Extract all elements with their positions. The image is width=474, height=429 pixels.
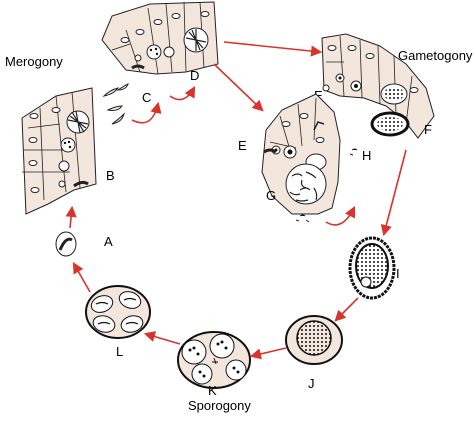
phase-sporogony: Sporogony bbox=[188, 398, 251, 413]
stage-l-oocyst bbox=[85, 285, 151, 339]
arrow-a-to-b bbox=[65, 205, 77, 229]
label-f: F bbox=[424, 122, 432, 137]
free-merozoites bbox=[102, 83, 129, 125]
stage-ef-epithelium bbox=[321, 33, 435, 139]
stage-i-oocyst bbox=[348, 236, 396, 300]
stage-j-oocyst bbox=[285, 315, 343, 365]
label-i: I bbox=[396, 266, 400, 281]
arrow-d-to-eg bbox=[213, 63, 264, 112]
arrow-l-to-a bbox=[72, 262, 91, 293]
cycle-arrows bbox=[65, 41, 407, 360]
label-l: L bbox=[116, 344, 123, 359]
arrow-i-to-j bbox=[334, 297, 359, 322]
microgametes-h bbox=[295, 148, 358, 223]
stage-b-epithelium bbox=[21, 87, 97, 215]
label-c: C bbox=[142, 90, 151, 105]
arrow-k-to-l bbox=[143, 331, 181, 345]
stage-k-oocyst bbox=[177, 331, 251, 389]
phase-gametogony: Gametogony bbox=[398, 48, 473, 63]
label-a: A bbox=[104, 234, 113, 249]
label-h: H bbox=[362, 148, 371, 163]
label-k: K bbox=[208, 383, 217, 398]
label-g: G bbox=[266, 188, 276, 203]
phase-merogony: Merogony bbox=[5, 54, 63, 69]
label-j: J bbox=[308, 376, 315, 391]
arrow-d-to-e bbox=[223, 41, 323, 57]
label-e-mid: E bbox=[238, 138, 247, 153]
label-e-top: E bbox=[314, 88, 323, 103]
stage-egh-epithelium bbox=[261, 93, 341, 215]
stage-a-sporozoite bbox=[55, 231, 77, 257]
arrow-g-to-h bbox=[325, 205, 356, 226]
arrow-b-to-c bbox=[131, 101, 162, 124]
label-d: D bbox=[190, 68, 199, 83]
arrow-j-to-k bbox=[249, 347, 287, 360]
arrow-c-to-d bbox=[169, 86, 196, 101]
stage-cd-epithelium bbox=[101, 1, 219, 75]
label-b: B bbox=[106, 168, 115, 183]
arrow-f-to-i bbox=[380, 149, 407, 237]
